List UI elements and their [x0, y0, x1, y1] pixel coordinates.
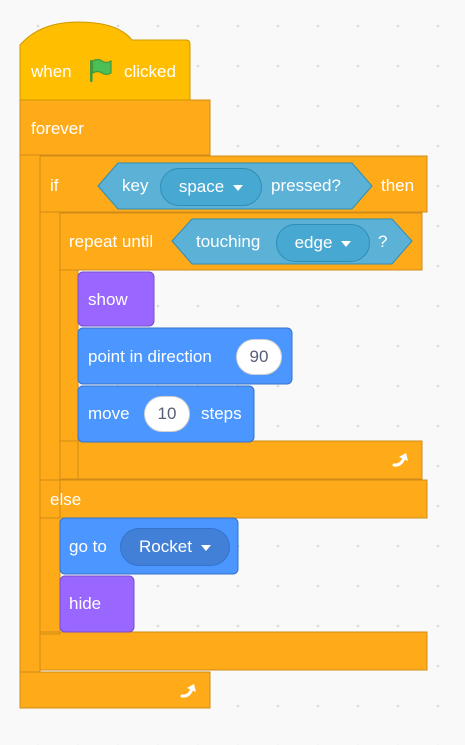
pressed-label: pressed?: [271, 176, 341, 195]
touching-dropdown[interactable]: edge: [276, 224, 370, 262]
chevron-down-icon: [233, 185, 244, 191]
direction-input[interactable]: 90: [236, 339, 282, 375]
when-label: when: [31, 62, 72, 81]
point-in-direction-block[interactable]: [77, 327, 293, 385]
touching-question-label: ?: [378, 232, 388, 251]
repeat-until-label: repeat until: [69, 232, 154, 251]
touching-dropdown-value: edge: [294, 233, 333, 252]
move-label: move: [88, 404, 130, 423]
go-to-dropdown[interactable]: Rocket: [120, 528, 230, 566]
then-label: then: [381, 176, 415, 195]
go-to-dropdown-value: Rocket: [139, 537, 192, 556]
else-label: else: [50, 490, 82, 509]
show-block[interactable]: [77, 271, 155, 327]
green-flag-icon: [90, 58, 112, 82]
if-label: if: [50, 176, 59, 195]
show-label: show: [88, 290, 128, 309]
touching-label: touching: [196, 232, 261, 251]
when-flag-clicked-block[interactable]: [19, 21, 191, 101]
chevron-down-icon: [341, 241, 352, 247]
if-else-block[interactable]: [39, 155, 428, 671]
point-in-direction-label: point in direction: [88, 347, 212, 366]
loop-arrow-icon: [180, 684, 196, 698]
hide-label: hide: [69, 594, 102, 613]
chevron-down-icon: [200, 545, 211, 551]
hide-block[interactable]: [59, 575, 135, 633]
go-to-label: go to: [69, 537, 107, 556]
clicked-label: clicked: [124, 62, 176, 81]
key-dropdown[interactable]: space: [160, 168, 262, 206]
key-label: key: [122, 176, 149, 195]
loop-arrow-icon: [392, 453, 408, 467]
forever-label: forever: [31, 119, 84, 138]
steps-input[interactable]: 10: [144, 396, 190, 432]
steps-label: steps: [201, 404, 242, 423]
key-dropdown-value: space: [178, 177, 225, 196]
